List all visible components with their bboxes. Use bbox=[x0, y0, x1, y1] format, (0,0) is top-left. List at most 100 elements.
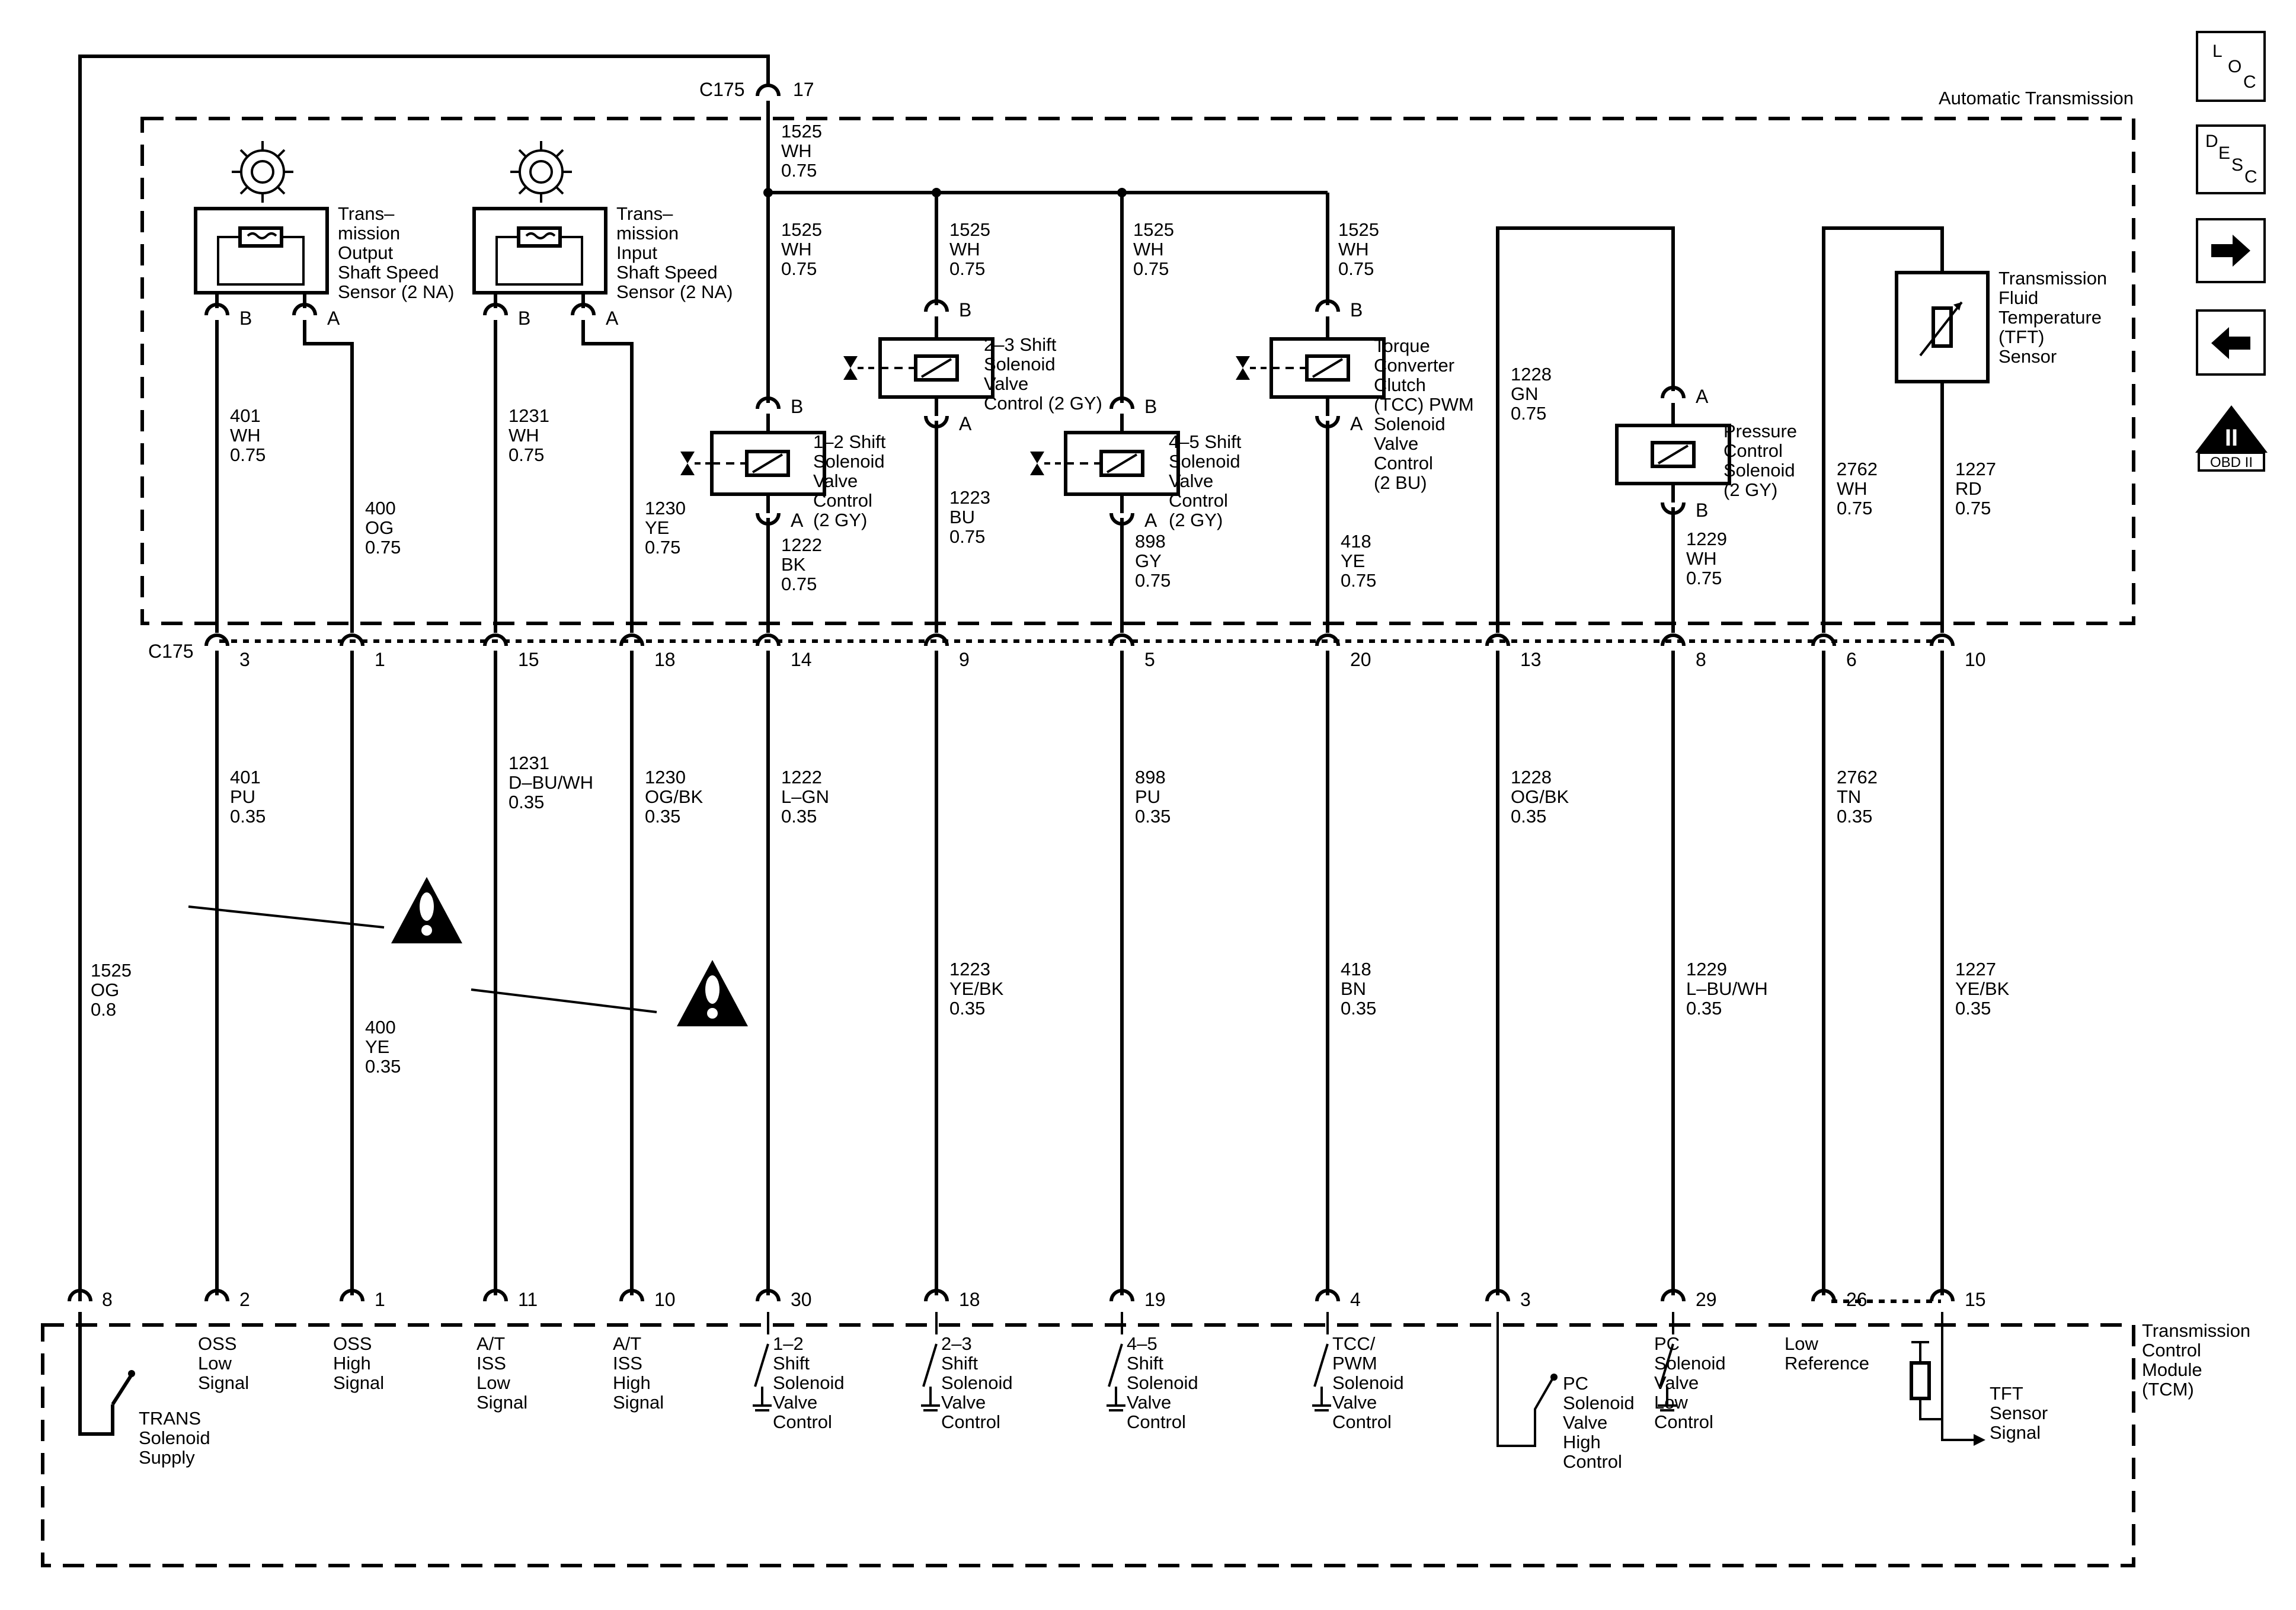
svg-text:A: A bbox=[1696, 386, 1709, 407]
circuit-column-c6: 9181223BU0.751223YE/BK0.352–3ShiftSoleno… bbox=[921, 487, 1013, 1432]
tcm-pin: 30 bbox=[791, 1289, 812, 1310]
wire-label-lower: L–BU/WH bbox=[1686, 978, 1768, 999]
wire-label-lower: 1223 bbox=[949, 959, 990, 980]
svg-text:B: B bbox=[959, 299, 971, 321]
tcm-signal-label: Shift bbox=[1127, 1353, 1163, 1374]
tcm-pin: 1 bbox=[375, 1289, 385, 1310]
tcm-signal-label: Valve bbox=[1332, 1392, 1377, 1413]
tcm-signal-label: A/T bbox=[613, 1333, 641, 1354]
tft-loop-wire bbox=[1822, 226, 1944, 633]
next-button[interactable] bbox=[2196, 218, 2266, 283]
gear-icon bbox=[232, 141, 293, 203]
svg-text:1525: 1525 bbox=[781, 219, 822, 240]
wire-label-lower: TN bbox=[1837, 786, 1861, 807]
tcm-signal-label: Solenoid bbox=[773, 1372, 845, 1393]
connector-c175-top-pin: 17 bbox=[793, 79, 814, 100]
solenoid-tcc: B A Torque Converter Clutch (TCC) PWM So… bbox=[1236, 299, 1474, 493]
circuit-column-c10: 8291229WH0.751229L–BU/WH0.35PCSolenoidVa… bbox=[1654, 529, 1768, 1432]
tcm-signal-label: 1–2 bbox=[773, 1333, 804, 1354]
svg-text:WH: WH bbox=[781, 140, 812, 161]
tcm-signal-label: Control bbox=[773, 1411, 832, 1432]
c175-pin: 20 bbox=[1350, 649, 1371, 670]
tcm-signal-label: Low bbox=[477, 1372, 510, 1393]
wire-label-upper: WH bbox=[1686, 548, 1717, 569]
wire-label-lower: YE/BK bbox=[1955, 978, 2010, 999]
wire-label-lower: YE/BK bbox=[949, 978, 1004, 999]
loc-button[interactable]: L O C bbox=[2196, 31, 2266, 102]
svg-text:Output: Output bbox=[338, 242, 393, 263]
prev-button[interactable] bbox=[2196, 309, 2266, 376]
svg-text:Converter: Converter bbox=[1374, 355, 1454, 376]
wire-label-upper: 1230 bbox=[645, 498, 686, 518]
svg-text:Input: Input bbox=[616, 242, 657, 263]
svg-text:(2 GY): (2 GY) bbox=[1169, 510, 1223, 530]
tcm-signal-label: Solenoid bbox=[941, 1372, 1013, 1393]
wire-label-lower: 1231 bbox=[509, 753, 549, 773]
tcm-signal-label: Reference bbox=[1785, 1353, 1869, 1374]
tcm-signal-label: PC bbox=[1563, 1373, 1588, 1394]
tcm-pin: 29 bbox=[1696, 1289, 1717, 1310]
wire-label-upper: 1227 bbox=[1955, 459, 1996, 479]
wire-label-upper: 400 bbox=[365, 498, 396, 518]
wire-label-upper: 0.75 bbox=[1955, 498, 1991, 518]
desc-button[interactable]: D E S C bbox=[2196, 124, 2266, 194]
circuit-column-c9: 1331228GN0.751228OG/BK0.35PCSolenoidValv… bbox=[1485, 364, 1635, 1472]
circuit-column-c3: 15111231WH0.751231D–BU/WH0.35A/TISSLowSi… bbox=[477, 405, 593, 1413]
connector-c175-mid: C175 bbox=[148, 641, 194, 662]
tcm-signal-label: TCC/ bbox=[1332, 1333, 1376, 1354]
svg-text:Solenoid: Solenoid bbox=[984, 354, 1056, 375]
tcm-signal-label: Control bbox=[941, 1411, 1000, 1432]
svg-text:B: B bbox=[1350, 299, 1363, 321]
gear-icon bbox=[510, 141, 572, 203]
svg-text:A: A bbox=[791, 510, 804, 531]
wire-label-upper: 0.75 bbox=[230, 444, 266, 465]
tcm-signal-label: Signal bbox=[477, 1392, 527, 1413]
c175-pin: 14 bbox=[791, 649, 812, 670]
tcm-signal-label: Low bbox=[1785, 1333, 1818, 1354]
svg-text:8: 8 bbox=[102, 1289, 113, 1310]
tcm-signal-label: ISS bbox=[613, 1353, 642, 1374]
wire-label-upper: OG bbox=[365, 517, 394, 538]
svg-text:Control: Control bbox=[2142, 1340, 2201, 1361]
oss-sensor: B A Trans– mission Output Shaft Speed Se… bbox=[194, 141, 454, 329]
iss-sensor: B A Trans– mission Input Shaft Speed Sen… bbox=[472, 141, 733, 329]
wire-label-upper: 2762 bbox=[1837, 459, 1878, 479]
tcm-pin: 2 bbox=[239, 1289, 250, 1310]
tcm-signal-label: A/T bbox=[477, 1333, 505, 1354]
svg-text:OBD II: OBD II bbox=[2210, 454, 2253, 470]
wire-label-upper: 401 bbox=[230, 405, 261, 426]
wire-label-lower: OG/BK bbox=[1511, 786, 1569, 807]
svg-text:TRANS: TRANS bbox=[139, 1408, 201, 1429]
tcm-signal-label: ISS bbox=[477, 1353, 506, 1374]
tcm-signal-label: Signal bbox=[1990, 1422, 2041, 1443]
tcm-signal-label: Signal bbox=[613, 1392, 664, 1413]
terminal-c175-17 bbox=[756, 84, 781, 97]
wire-label-lower: 0.35 bbox=[1135, 806, 1171, 827]
wire-label-lower: 1230 bbox=[645, 767, 686, 788]
svg-text:B: B bbox=[791, 396, 803, 417]
svg-text:Valve: Valve bbox=[984, 373, 1028, 394]
svg-text:1525: 1525 bbox=[949, 219, 990, 240]
tcm-signal-label: Solenoid bbox=[1563, 1393, 1635, 1413]
tcm-signal-label: Control bbox=[1654, 1411, 1713, 1432]
svg-text:(TFT): (TFT) bbox=[1998, 327, 2044, 347]
tcm-signal-label: Valve bbox=[773, 1392, 817, 1413]
svg-text:A: A bbox=[1350, 413, 1363, 434]
wire-label-upper: 1231 bbox=[509, 405, 549, 426]
tft-sensor: Transmission Fluid Temperature (TFT) Sen… bbox=[1895, 268, 2107, 383]
tcm-signal-label: Signal bbox=[333, 1372, 384, 1393]
c175-pin: 10 bbox=[1965, 649, 1986, 670]
tcm-signal-label: High bbox=[1563, 1432, 1601, 1452]
solenoid-2-3: B A 2–3 Shift Solenoid Valve Control (2 … bbox=[843, 299, 1102, 434]
svg-text:(2 GY): (2 GY) bbox=[1723, 479, 1777, 500]
wire-label-upper: 0.75 bbox=[1511, 403, 1546, 424]
obd-ii-badge: II OBD II bbox=[2193, 403, 2270, 473]
obd-ii-icon: II OBD II bbox=[2195, 405, 2268, 472]
tcm-signal-label: PC bbox=[1654, 1333, 1680, 1354]
svg-text:0.8: 0.8 bbox=[91, 999, 116, 1020]
svg-text:B: B bbox=[518, 308, 530, 329]
tcm-signal-label: TFT bbox=[1990, 1383, 2023, 1404]
svg-text:Valve: Valve bbox=[1169, 470, 1213, 491]
